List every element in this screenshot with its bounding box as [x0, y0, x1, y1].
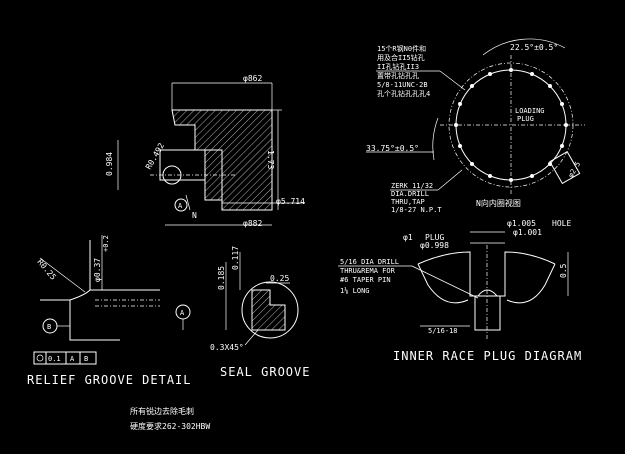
dim-seal-vert1: 0.185 — [217, 266, 226, 290]
footer-note-1: 硬度要求262-302HBW — [130, 421, 210, 431]
note-line-5: 孔个孔钻孔孔孔4 — [377, 89, 430, 98]
hole-label: HOLE — [552, 219, 571, 228]
dim-seal-chamfer: 0.3X45° — [210, 343, 244, 352]
hole-dia2: φ1.001 — [513, 228, 542, 237]
note-line-4: 5/8-11UNC-2B — [377, 81, 428, 89]
plug-label: PLUG — [425, 233, 444, 242]
zerk-note: ZERK 11/32 DIA.DRILL THRU,TAP 1/8-27 N.P… — [390, 169, 463, 214]
drill-line-1: THRU&REMA FOR — [340, 267, 396, 275]
dim-relief-tol: +0.2 — [102, 235, 110, 252]
zerk-line-3: 1/8-27 N.P.T — [391, 206, 442, 214]
dim-radius: R0.492 — [144, 141, 166, 171]
plug-height: 0.5 — [559, 263, 568, 278]
note-line-3: 置带孔钻孔孔 — [377, 71, 419, 80]
view-caption: N向内圈视图 — [476, 198, 521, 208]
dim-bottom1: φ5.714 — [276, 197, 305, 206]
dim-relief-dia: φ0.37 — [93, 258, 102, 282]
seal-groove-detail: 0.185 0.117 0.25 0.3X45° SEAL GROOVE — [210, 246, 310, 379]
fcf-value: 0.1 — [48, 355, 61, 363]
drill-line-3: 1⅛ LONG — [340, 286, 370, 295]
dim-right: 1.73 — [266, 150, 275, 169]
loading-plug-1: LOADING — [515, 107, 545, 115]
note-line-2: II孔钻孔II3 — [377, 62, 419, 71]
footer-notes: 所有锐边去除毛刺 硬度要求262-302HBW — [130, 406, 210, 431]
note-line-1: 用及合II5钻孔 — [377, 53, 425, 62]
n-label: N — [192, 211, 197, 220]
angle-top: 22.5°±0.5° — [510, 43, 558, 52]
circle-end-view: 22.5°±0.5° 33.75°±0.5° LOADING PLUG φ2.5… — [366, 38, 585, 214]
relief-groove-title: RELIEF GROOVE DETAIL — [27, 373, 192, 387]
drill-line-2: #6 TAPER PIN — [340, 276, 391, 284]
relief-groove-detail: R0.25 φ0.37 +0.2 B A 0.1 A B RELIEF GROO… — [27, 235, 192, 387]
datum-b: B — [47, 323, 51, 331]
seal-groove-title: SEAL GROOVE — [220, 365, 310, 379]
drill-line-0: 5/16 DIA DRILL — [340, 258, 399, 266]
thread-size: 5/16-18 — [428, 327, 458, 335]
dim-seal-vert2: 0.117 — [231, 246, 240, 270]
zerk-line-1: DIA.DRILL — [391, 190, 429, 198]
dim-top: φ862 — [243, 74, 262, 83]
hole-dia: φ1.005 — [507, 219, 536, 228]
note-line-0: 15个R钢N0件和 — [377, 44, 426, 53]
inner-race-plug-diagram: φ1.005 HOLE φ1.001 φ1 PLUG φ0.998 0.5 5/… — [338, 219, 582, 363]
zerk-line-0: ZERK 11/32 — [391, 182, 433, 190]
fcf-ref1: A — [70, 355, 75, 363]
dim-relief-radius: R0.25 — [35, 258, 57, 282]
drill-note: 5/16 DIA DRILL THRU&REMA FOR #6 TAPER PI… — [338, 258, 479, 299]
dim-bottom2: φ882 — [243, 219, 262, 228]
feature-control-frame: 0.1 A B — [33, 351, 97, 365]
plug-diagram-title: INNER RACE PLUG DIAGRAM — [393, 349, 582, 363]
datum-a-top: A — [178, 202, 183, 210]
fcf-ref2: B — [84, 355, 88, 363]
datum-a-relief: A — [180, 309, 185, 317]
dim-seal-width: 0.25 — [270, 274, 289, 283]
footer-note-0: 所有锐边去除毛刺 — [130, 406, 194, 416]
plug-dia2: φ0.998 — [420, 241, 449, 250]
angle-left: 33.75°±0.5° — [366, 144, 419, 153]
drilling-note: 15个R钢N0件和 用及合II5钻孔 II孔钻孔II3 置带孔钻孔孔 5/8-1… — [376, 44, 466, 98]
loading-plug-2: PLUG — [517, 115, 534, 123]
dim-left: 0.984 — [105, 152, 114, 176]
zerk-line-2: THRU,TAP — [391, 198, 425, 206]
dim-side: φ2.5 — [567, 160, 582, 179]
plug-dia: φ1 — [403, 233, 413, 242]
top-left-section-view: φ862 0.984 R0.492 1.73 φ5.714 φ882 A N — [105, 74, 305, 228]
